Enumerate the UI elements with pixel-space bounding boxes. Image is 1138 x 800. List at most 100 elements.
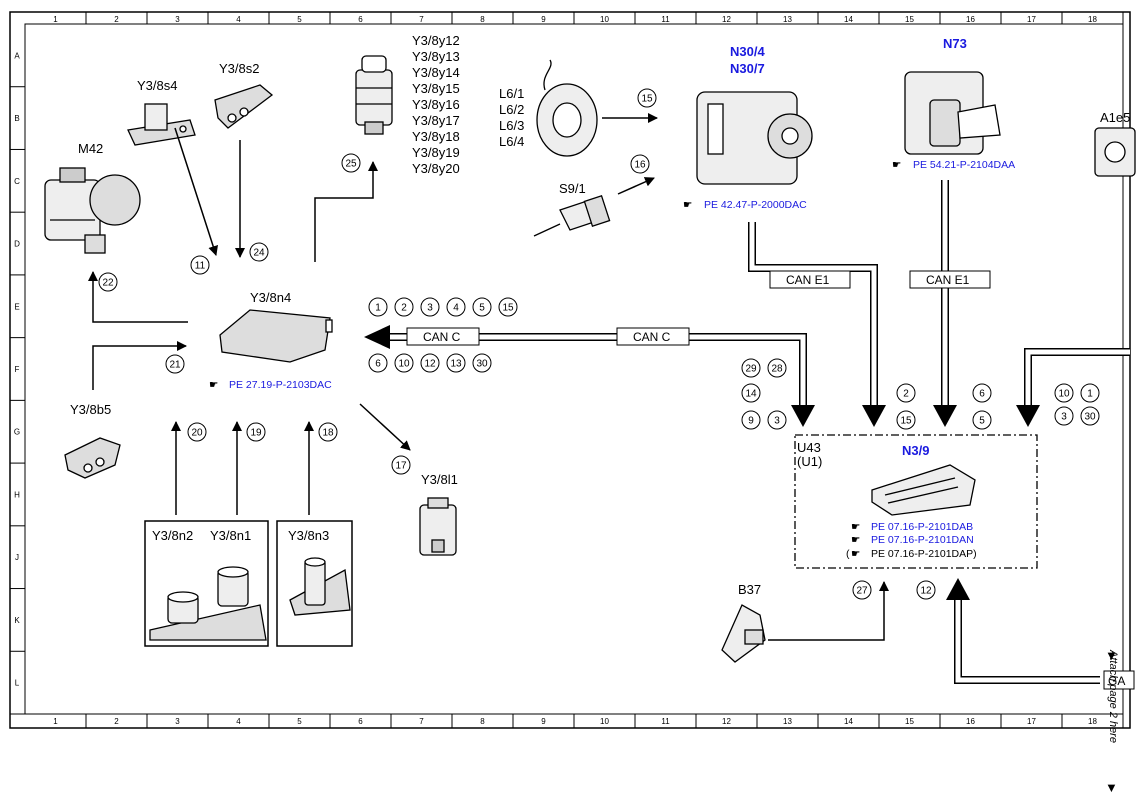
circle-canc-bot-12: 12	[420, 353, 440, 373]
grid-col-7: 7	[419, 717, 424, 726]
grid-col-6: 6	[358, 717, 363, 726]
u1-label: (U1)	[797, 454, 822, 469]
y3-8s2-label: Y3/8s2	[219, 61, 259, 76]
grid-ticks	[10, 12, 1124, 728]
y3-8n3-sensor-icon	[289, 557, 351, 616]
circle-2-text: 2	[903, 389, 909, 400]
grid-col-18: 18	[1088, 717, 1097, 726]
circle-3-text: 3	[774, 416, 780, 427]
grid-row-F: F	[15, 365, 20, 374]
circle-3: 3	[767, 410, 787, 430]
circle-canc-bot-10: 10	[394, 353, 414, 373]
y3-8s2-sensor-icon	[214, 84, 274, 129]
circle-canc-top-4-text: 4	[453, 303, 459, 314]
circle-canc-top-2: 2	[394, 297, 414, 317]
circle-canc-bot-30-text: 30	[476, 359, 488, 370]
circle-14: 14	[741, 383, 761, 403]
y3-8y-label-7: Y3/8y19	[412, 145, 460, 160]
circle-canc-top-5-text: 5	[479, 303, 485, 314]
y3-8b5-sensor-icon	[64, 437, 121, 479]
y3-8y-label-5: Y3/8y17	[412, 113, 460, 128]
circle-11: 11	[190, 255, 210, 275]
attach-arrow-top: ▼	[1105, 648, 1118, 663]
y3-8n1-n2-sensor-icon	[149, 566, 267, 641]
y3-8n4-sensor-plate-icon	[219, 309, 333, 363]
circle-20: 20	[187, 422, 207, 442]
circle-2: 2	[896, 383, 916, 403]
circle-12-ga-text: 12	[920, 586, 932, 597]
y3-8l1-label: Y3/8l1	[421, 472, 458, 487]
pe-54-21-icon: ☛	[892, 159, 901, 171]
circle-3-right: 3	[1054, 406, 1074, 426]
m42-actuator-icon	[44, 167, 141, 254]
u43-label: U43	[797, 440, 821, 455]
pe-07-16-dan-link[interactable]: PE 07.16-P-2101DAN	[871, 534, 974, 546]
circle-14-text: 14	[745, 389, 757, 400]
s9-1-label: S9/1	[559, 181, 586, 196]
y3-8y-label-3: Y3/8y15	[412, 81, 460, 96]
circle-22-text: 22	[102, 278, 114, 289]
grid-col-1: 1	[53, 15, 58, 24]
grid-col-15: 15	[905, 717, 914, 726]
grid-col-6: 6	[358, 15, 363, 24]
grid-col-9: 9	[541, 717, 546, 726]
circle-1-right-text: 1	[1087, 389, 1093, 400]
circle-25-text: 25	[345, 159, 357, 170]
grid-col-12: 12	[722, 717, 731, 726]
n30-7-label: N30/7	[730, 61, 765, 76]
u43-dashed-box	[794, 434, 1038, 569]
pe-07-16-dap-link[interactable]: PE 07.16-P-2101DAP)	[871, 548, 977, 560]
circle-15-mid: 15	[896, 410, 916, 430]
y3-8y-label-2: Y3/8y14	[412, 65, 460, 80]
circle-27: 27	[852, 580, 872, 600]
pe-07-16-dap-icon: ☛	[851, 548, 860, 560]
grid-col-16: 16	[966, 717, 975, 726]
grid-col-10: 10	[600, 717, 609, 726]
circle-canc-bot-30: 30	[472, 353, 492, 373]
circle-canc-top-2-text: 2	[401, 303, 407, 314]
grid-col-3: 3	[175, 15, 180, 24]
circle-22: 22	[98, 272, 118, 292]
pe-54-21-link[interactable]: PE 54.21-P-2104DAA	[913, 159, 1015, 171]
outer-frame	[9, 11, 1131, 729]
grid-col-13: 13	[783, 15, 792, 24]
circle-canc-top-15-text: 15	[502, 303, 514, 314]
circle-19: 19	[246, 422, 266, 442]
pe-27-19-link[interactable]: PE 27.19-P-2103DAC	[229, 379, 332, 391]
circle-27-text: 27	[856, 586, 868, 597]
grid-col-9: 9	[541, 15, 546, 24]
attach-note: Attach page 2 here	[1107, 649, 1119, 743]
pe-42-47-link[interactable]: PE 42.47-P-2000DAC	[704, 199, 807, 211]
l6-labels: L6/1 L6/2 L6/3 L6/4	[499, 86, 524, 149]
grid-col-12: 12	[722, 15, 731, 24]
circle-9: 9	[741, 410, 761, 430]
circle-canc-bot-10-text: 10	[398, 359, 410, 370]
y3-8y-label-6: Y3/8y18	[412, 129, 460, 144]
grid-col-17: 17	[1027, 717, 1036, 726]
grid-labels: 1122334455667788991010111112121313141415…	[14, 15, 1098, 726]
circle-6-n73: 6	[972, 383, 992, 403]
circle-11-text: 11	[195, 261, 206, 272]
grid-col-14: 14	[844, 15, 853, 24]
grid-col-5: 5	[297, 15, 302, 24]
pe-07-16-dab-icon: ☛	[851, 521, 860, 533]
grid-col-13: 13	[783, 717, 792, 726]
circle-29: 29	[741, 358, 761, 378]
l6-label-2: L6/3	[499, 118, 524, 133]
grid-row-H: H	[14, 490, 20, 499]
circle-10-right-text: 10	[1058, 389, 1070, 400]
l6-label-0: L6/1	[499, 86, 524, 101]
grid-col-7: 7	[419, 15, 424, 24]
circle-3-right-text: 3	[1061, 412, 1067, 423]
a1e5-label: A1e5	[1100, 110, 1130, 125]
a1e5-indicator-icon	[1094, 127, 1136, 177]
grid-row-J: J	[15, 553, 19, 562]
grid-row-L: L	[15, 679, 20, 688]
circle-canc-top-1: 1	[368, 297, 388, 317]
y3-8n1-label: Y3/8n1	[210, 528, 251, 543]
n30-4-label: N30/4	[730, 44, 765, 59]
pe-07-16-dab-link[interactable]: PE 07.16-P-2101DAB	[871, 521, 973, 533]
l6-label-3: L6/4	[499, 134, 524, 149]
y3-8s4-sensor-icon	[127, 103, 196, 146]
